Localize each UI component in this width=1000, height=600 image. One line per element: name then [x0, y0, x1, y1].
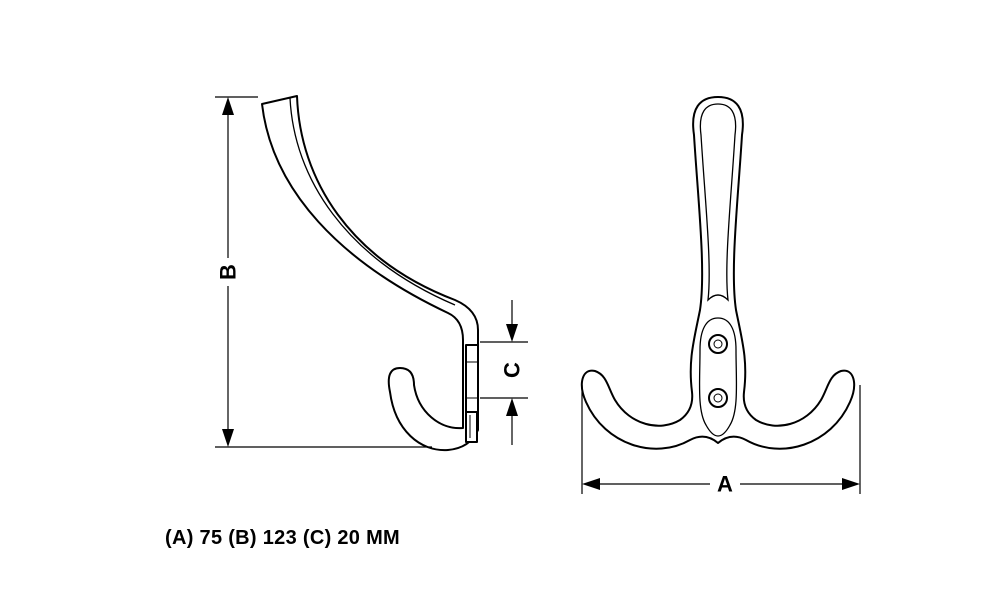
dimension-caption: (A) 75 (B) 123 (C) 20 MM: [165, 527, 401, 549]
side-view-hook-outline: [261, 95, 479, 452]
side-view-screw-boss: [465, 411, 478, 443]
screw-hole-top: [708, 334, 728, 354]
dimension-a-label: A: [717, 472, 733, 497]
dimension-b-label: B: [216, 264, 241, 280]
front-view-mount-plate: [698, 317, 738, 437]
dimension-a: A: [581, 385, 861, 497]
front-view-top-rim: [699, 103, 737, 302]
dimension-c-label: C: [500, 362, 525, 378]
side-view: [261, 95, 479, 452]
front-view: [580, 96, 856, 450]
side-view-arm-edge: [289, 97, 456, 306]
dimension-b: B: [215, 96, 432, 448]
front-view-hook-outline: [580, 96, 856, 450]
dimension-c: C: [480, 300, 528, 445]
screw-hole-bottom: [708, 388, 728, 408]
side-view-mount-plate: [465, 344, 479, 416]
